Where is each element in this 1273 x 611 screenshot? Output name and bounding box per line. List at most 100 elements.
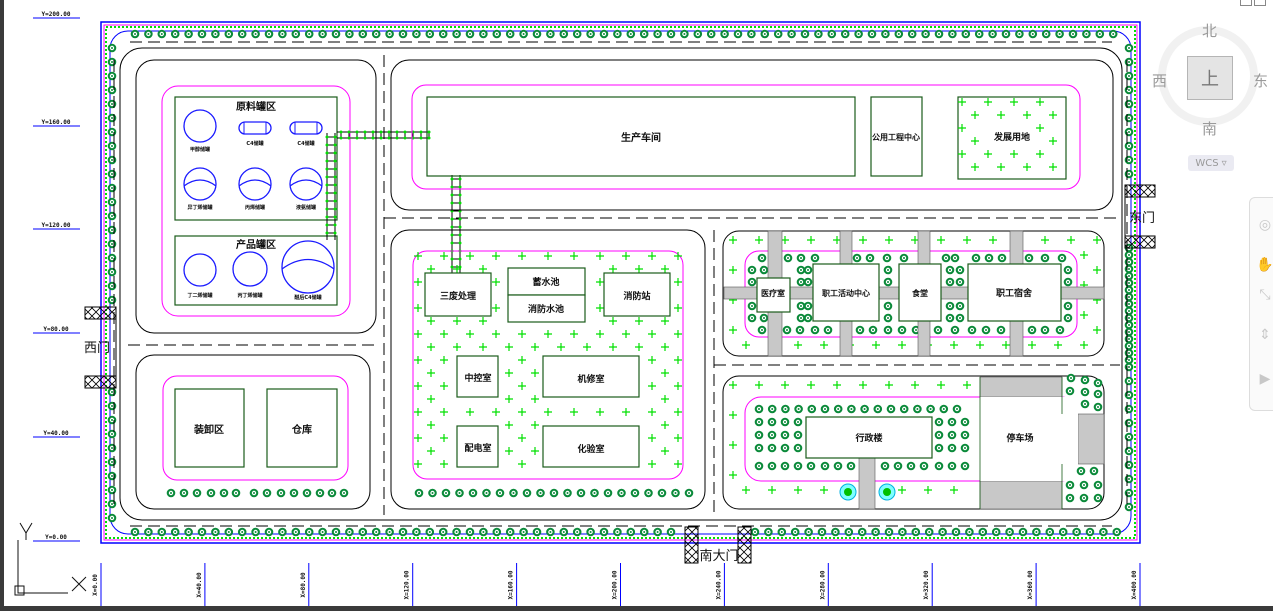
tree	[536, 488, 545, 498]
tank-c4-2	[289, 121, 323, 135]
tree	[807, 404, 817, 414]
grass-mark	[491, 277, 501, 287]
showmotion-icon[interactable]: ▶	[1259, 371, 1271, 387]
grass-mark	[673, 433, 683, 443]
south-gate-label: 南大门	[699, 548, 738, 564]
tree	[883, 313, 893, 323]
tree	[898, 527, 907, 537]
staff-activity-center	[812, 263, 880, 322]
tree	[754, 430, 764, 440]
restore-icon[interactable]	[1254, 0, 1266, 6]
tree	[764, 527, 773, 537]
tree	[1040, 325, 1050, 335]
compass-south[interactable]: 南	[1202, 120, 1218, 138]
tree	[671, 488, 680, 498]
tree	[653, 527, 662, 537]
tree	[831, 527, 840, 537]
west-gate[interactable]	[84, 306, 117, 389]
admin-building-label: 行政楼	[854, 432, 882, 444]
tree	[939, 404, 949, 414]
grass-mark	[517, 459, 527, 469]
tree	[840, 29, 850, 39]
tree	[546, 527, 555, 537]
tree	[532, 527, 542, 537]
tree	[452, 29, 461, 39]
tree	[398, 527, 408, 537]
tree	[955, 301, 965, 311]
grass-mark	[767, 485, 777, 495]
grass-mark	[832, 380, 842, 390]
y-mark-label: Y=0.00	[45, 534, 67, 541]
tree	[1080, 387, 1090, 397]
fire-station	[603, 272, 671, 317]
tree	[1093, 402, 1103, 412]
grass-mark	[728, 380, 738, 390]
product-tank-area	[174, 235, 338, 306]
tree	[1124, 390, 1134, 400]
tree	[1124, 127, 1134, 137]
grass-mark	[1009, 149, 1019, 159]
x-mark-label: X=400.00	[1131, 570, 1138, 599]
tree	[492, 29, 502, 39]
compass-north[interactable]: 北	[1202, 22, 1218, 40]
tree	[1063, 265, 1073, 275]
tree	[750, 527, 760, 537]
tank-label: 丙烯储罐	[245, 204, 265, 211]
tree	[1057, 253, 1067, 263]
tree	[783, 253, 793, 263]
tree	[1066, 373, 1076, 383]
tree	[1124, 460, 1134, 470]
compass-ring[interactable]	[1158, 26, 1258, 126]
tank-methanol	[183, 109, 217, 143]
tree	[412, 527, 421, 537]
minimize-icon[interactable]	[1240, 0, 1252, 6]
fountain	[839, 483, 896, 501]
grass-mark	[660, 368, 670, 378]
tank-ether-c4	[281, 240, 335, 294]
tree	[1124, 446, 1134, 456]
zoom-extents-icon[interactable]: ⤡	[1259, 287, 1271, 303]
tree	[1093, 389, 1103, 399]
viewcube-top-face[interactable]: 上	[1187, 56, 1233, 100]
tree	[495, 488, 505, 498]
tree	[984, 253, 994, 263]
grass-mark	[936, 235, 946, 245]
x-mark-label: X=200.00	[612, 570, 619, 599]
grass-mark	[478, 264, 488, 274]
pan-icon[interactable]: ✋	[1256, 257, 1273, 273]
orbit-icon[interactable]: ⇕	[1259, 327, 1271, 343]
tree	[680, 29, 689, 39]
grass-mark	[673, 303, 683, 313]
tree	[747, 265, 757, 275]
tree	[997, 253, 1007, 263]
tree	[590, 488, 599, 498]
tree	[934, 430, 944, 440]
tree	[777, 527, 787, 537]
east-gate[interactable]	[1124, 184, 1156, 249]
south-gate[interactable]	[684, 526, 752, 564]
tree	[170, 527, 180, 537]
window-controls	[1222, 0, 1272, 6]
tree	[981, 325, 991, 335]
viewcube[interactable]: 北 南 西 东 上 WCS▿	[1150, 18, 1268, 178]
control-room-label: 中控室	[464, 372, 491, 384]
grass-mark	[673, 277, 683, 287]
grass-mark	[1092, 235, 1102, 245]
tank-c4-1	[238, 121, 272, 135]
tree	[1015, 29, 1024, 39]
steering-wheel-icon[interactable]: ◎	[1258, 217, 1272, 233]
grass-mark	[647, 329, 657, 339]
y-mark-label: Y=200.00	[42, 11, 71, 18]
grass-mark	[517, 355, 527, 365]
grass-mark	[439, 355, 449, 365]
compass-east[interactable]: 东	[1253, 72, 1269, 90]
tree	[760, 29, 770, 39]
tree	[1080, 375, 1090, 385]
compass-west[interactable]: 西	[1152, 72, 1168, 90]
grass-mark	[634, 264, 644, 274]
tree	[1065, 493, 1075, 503]
grass-mark	[858, 235, 868, 245]
tree	[438, 29, 448, 39]
wcs-menu[interactable]: WCS▿	[1188, 155, 1234, 171]
